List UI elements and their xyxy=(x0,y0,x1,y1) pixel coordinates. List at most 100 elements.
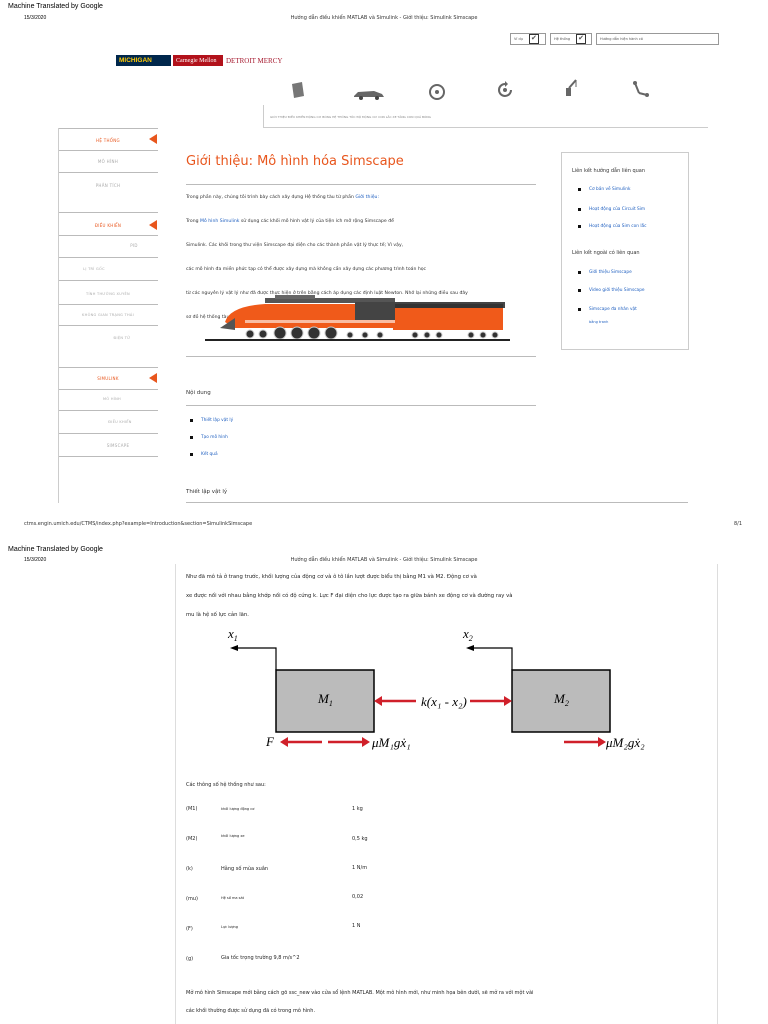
param-value: 1 kg xyxy=(352,806,363,812)
sidebar-item-system[interactable]: HỆ THỐNG xyxy=(96,138,120,143)
external-link[interactable]: Video giới thiệu Simscape xyxy=(578,288,645,293)
active-arrow-icon xyxy=(149,220,157,230)
param-value: 1 N/m xyxy=(352,865,368,871)
paragraph-line: các khối thường được sử dụng đã có trong… xyxy=(186,1008,316,1014)
examples-checkbox[interactable]: Ví dụ ✔ xyxy=(510,33,546,45)
sidebar-item-control[interactable]: ĐIỀU KHIỂN xyxy=(94,223,122,228)
contents-rule xyxy=(186,405,536,406)
nav-divider xyxy=(263,105,264,127)
contents-link-model[interactable]: Tạo mô hình xyxy=(190,435,228,440)
param-symbol: (F) xyxy=(186,926,193,932)
contents-link-results[interactable]: Kết quả xyxy=(190,452,218,457)
sidebar-divider xyxy=(58,389,158,390)
related-tutorials-heading: Liên kết hướng dẫn liên quan xyxy=(572,168,646,174)
bullet-icon xyxy=(190,436,193,439)
arm-icon[interactable] xyxy=(630,80,650,104)
michigan-logo-text: MICHIGAN xyxy=(119,57,152,64)
bullet-icon xyxy=(578,225,581,228)
box-icon[interactable] xyxy=(288,80,308,104)
simulink-model-link[interactable]: Mô hình Simulink xyxy=(200,219,240,224)
sidebar-item-state-space[interactable]: KHÔNG GIAN TRẠNG THÁI xyxy=(82,313,134,317)
sidebar-item-simscape[interactable]: SIMSCAPE xyxy=(106,443,130,448)
section-rule xyxy=(186,356,536,357)
cmu-logo[interactable]: Carnegie Mellon xyxy=(173,55,223,66)
print-date: 15/3/2020 xyxy=(24,15,47,21)
system-label: Hệ thống xyxy=(554,37,571,41)
search-input[interactable]: Hướng dẫn hiện hành có xyxy=(596,33,719,45)
external-link[interactable]: Simscape đa nhân vật xyxy=(578,307,637,312)
sidebar-item-analysis[interactable]: PHÂN TÍCH xyxy=(95,183,121,188)
search-placeholder: Hướng dẫn hiện hành có xyxy=(600,37,643,41)
intro-line: Trong Mô hình Simulink sử dụng các khối … xyxy=(186,219,394,224)
external-link-sub[interactable]: bằng tranh xyxy=(589,320,609,324)
car-icon[interactable] xyxy=(352,85,386,104)
sidebar-divider xyxy=(58,325,158,326)
system-checkbox[interactable]: Hệ thống ✔ xyxy=(550,33,592,45)
sidebar-divider xyxy=(58,367,158,368)
check-icon: ✔ xyxy=(528,34,539,44)
nav-labels[interactable]: GIỚI THIỆU ĐIỀU KHIỂN ĐỘNG CƠ BÓNG HỆ TH… xyxy=(270,115,431,119)
sidebar-divider xyxy=(58,304,158,305)
contents-link-setup[interactable]: Thiết lập vật lý xyxy=(190,418,233,423)
active-arrow-icon xyxy=(149,373,157,383)
sidebar-divider xyxy=(58,410,158,411)
param-description: Hệ số ma sát xyxy=(221,896,244,900)
sidebar-divider xyxy=(58,433,158,434)
related-link[interactable]: Hoạt động của Sim con lắc xyxy=(578,224,647,229)
sidebar-item-simulink-model[interactable]: MÔ HÌNH xyxy=(103,397,121,401)
sidebar-divider xyxy=(58,280,158,281)
external-link[interactable]: Giới thiệu Simscape xyxy=(578,270,632,275)
related-link[interactable]: Cơ bản về Simulink xyxy=(578,187,630,192)
nav-bottom-rule xyxy=(263,127,708,128)
footer-page-number: 8/1 xyxy=(734,521,743,527)
paragraph-line: Mở mô hình Simscape mới bằng cách gõ ssc… xyxy=(186,990,534,996)
param-value: 1 N xyxy=(352,923,361,929)
content-right-border xyxy=(717,564,718,1024)
param-description: Lực lượng xyxy=(221,925,238,929)
param-description: Hằng số mùa xuân xyxy=(221,866,269,872)
sidebar-item-frequency[interactable]: TÍNH THƯỜNG XUYÊN xyxy=(86,292,130,296)
sidebar-item-model[interactable]: MÔ HÌNH xyxy=(97,159,119,164)
document-title: Hướng dẫn điều khiển MATLAB và Simulink … xyxy=(290,15,478,21)
m1-label: M1 xyxy=(317,691,333,708)
mass-block-m2 xyxy=(511,669,611,733)
machine-translated-label: Machine Translated by Google xyxy=(8,3,103,10)
sidebar-item-root-locus[interactable]: LỊ TRÍ GỐC xyxy=(83,267,105,271)
param-description: khối lượng xe xyxy=(221,834,245,838)
m2-label: M2 xyxy=(553,691,569,708)
sidebar-item-digital[interactable]: ĐIỆN TỬ xyxy=(113,336,131,340)
force-label: F xyxy=(265,734,275,749)
spring-force-label: k(x₁ - x₂) xyxy=(421,694,467,709)
sidebar-item-simulink-control[interactable]: ĐIỀU KHIỂN xyxy=(108,420,132,424)
refresh-icon[interactable] xyxy=(495,80,515,104)
sidebar-item-pid[interactable]: PID xyxy=(130,243,138,248)
crane-icon[interactable] xyxy=(562,78,582,102)
param-symbol: (M2) xyxy=(186,836,198,842)
title-rule xyxy=(186,184,536,185)
intro-paragraph: Trong phần này, chúng tôi trình bày cách… xyxy=(186,186,531,330)
param-symbol: (mu) xyxy=(186,896,198,902)
paragraph-line: xe được nối với nhau bằng khớp nối có độ… xyxy=(186,593,513,599)
bullet-icon xyxy=(578,308,581,311)
machine-translated-label: Machine Translated by Google xyxy=(8,546,103,553)
bullet-icon xyxy=(190,419,193,422)
sidebar-item-simulink[interactable]: SIMULINK xyxy=(97,376,119,381)
cmu-logo-text: Carnegie Mellon xyxy=(176,57,217,64)
sidebar-divider xyxy=(58,257,158,258)
intro-link[interactable]: Giới thiệu: xyxy=(355,195,380,200)
michigan-logo[interactable]: MICHIGAN xyxy=(116,55,171,66)
physical-setup-heading: Thiết lập vật lý xyxy=(186,489,228,495)
cycle-icon[interactable] xyxy=(427,82,447,106)
paragraph-line: Như đã mô tả ở trang trước, khối lượng c… xyxy=(186,574,477,580)
footer-url: ctms.engin.umich.edu/CTMS/index.php?exam… xyxy=(24,521,253,527)
mass-block-m1 xyxy=(275,669,375,733)
detroit-mercy-logo[interactable]: DETROIT MERCY xyxy=(226,55,291,66)
intro-line: Trong phần này, chúng tôi trình bày cách… xyxy=(186,195,380,200)
intro-line: sơ đồ hệ thống tàu hỏa: xyxy=(186,315,241,320)
param-description: khối lượng động cơ xyxy=(221,807,255,811)
sidebar-divider xyxy=(58,235,158,236)
page-title: Giới thiệu: Mô hình hóa Simscape xyxy=(186,154,404,169)
intro-line: Simulink. Các khối trong thư viện Simsca… xyxy=(186,243,404,248)
contents-heading: Nội dung xyxy=(186,390,211,396)
related-link[interactable]: Hoạt động của Circuit Sim xyxy=(578,207,645,212)
